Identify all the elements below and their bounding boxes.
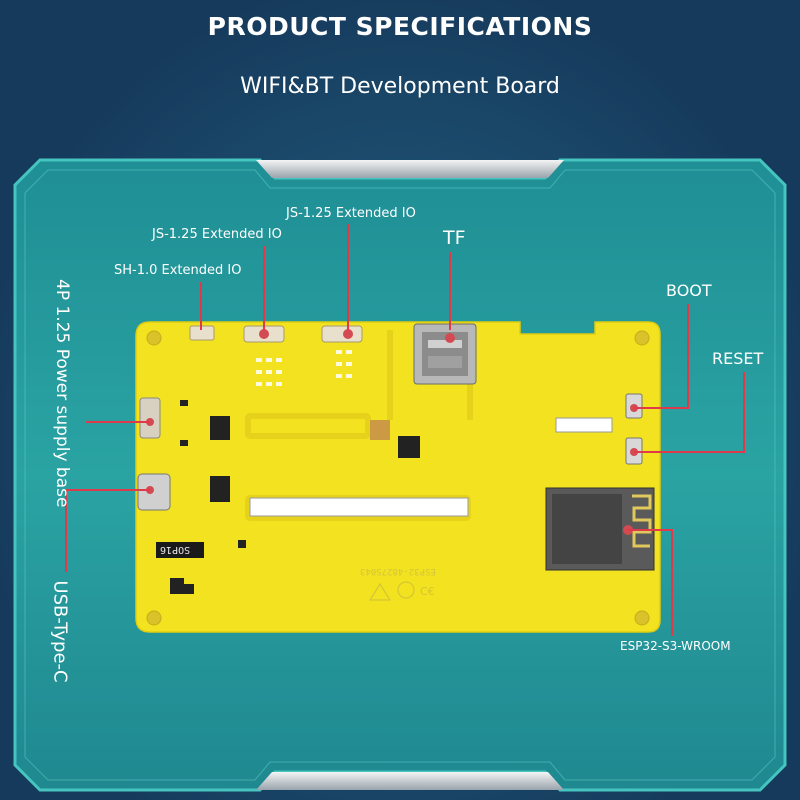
svg-text:C€: C€ (420, 585, 435, 598)
callout-reset: RESET (712, 349, 764, 368)
pcb-board (135, 321, 661, 633)
tf-slot (413, 323, 477, 385)
pcb-components (170, 400, 420, 594)
callout-js-extended-io-2: JS-1.25 Extended IO (286, 206, 416, 221)
callout-js-extended-io-1: JS-1.25 Extended IO (152, 227, 282, 242)
callout-usb-type-c: USB-Type-C (49, 580, 71, 683)
js-connector-1 (243, 325, 285, 343)
display-fpc (249, 497, 469, 517)
frame-top-tab (256, 160, 564, 178)
sop16-marking: SOP16 (160, 544, 191, 555)
callout-tf: TF (443, 227, 466, 249)
callout-lines (65, 224, 745, 636)
usb-c-port (137, 473, 171, 511)
callout-sh-extended-io: SH-1.0 Extended IO (114, 263, 242, 278)
frame-inner-line (24, 169, 776, 781)
js-connector-2 (321, 325, 363, 343)
pad-array (256, 350, 352, 386)
mounting-holes (146, 330, 650, 626)
callout-boot: BOOT (666, 281, 712, 300)
page-title: PRODUCT SPECIFICATIONS (207, 12, 593, 41)
power-connector (139, 397, 161, 439)
callout-power-base: 4P 1.25 Power supply base (52, 279, 72, 508)
frame-bottom-tab (256, 772, 564, 790)
silk-model-text: ESP32-4827S043 (360, 566, 436, 576)
silk-symbols: C€ (368, 581, 435, 601)
page-subtitle: WIFI&BT Development Board (240, 74, 560, 99)
sop16-chip (156, 542, 204, 558)
boot-button (625, 393, 643, 419)
callout-esp32-module: ESP32-S3-WROOM (620, 639, 731, 653)
touch-fpc (555, 417, 613, 433)
